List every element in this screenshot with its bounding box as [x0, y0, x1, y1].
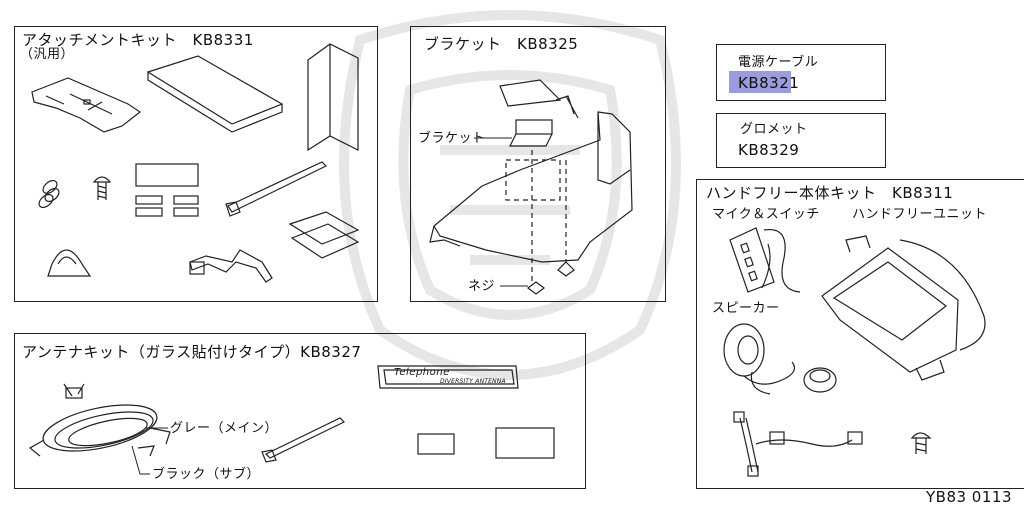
attachment-kit-panel [14, 26, 378, 302]
instruction-booklet [307, 43, 359, 152]
antenna-emblem [377, 365, 519, 389]
grommet-label: グロメット [740, 122, 808, 137]
large-sheet [495, 427, 555, 459]
console-bracket-assembly [429, 79, 633, 295]
pad-sheet [146, 55, 284, 133]
small-sheet [417, 433, 455, 455]
figure-id: YB83 0113 [926, 488, 1012, 506]
mounting-plate [31, 77, 142, 133]
antenna-cable-coil [28, 383, 171, 457]
double-sheets [288, 211, 360, 259]
bracket-kit-panel [410, 26, 666, 302]
handsfree-unit-body [821, 235, 986, 381]
power-cable-panel [716, 44, 886, 101]
harness-strap [189, 249, 273, 283]
black-sub-label: ブラック（サブ） [152, 467, 261, 482]
grommet-part [803, 367, 837, 393]
leader-lines [131, 427, 168, 475]
adhesive-pads [135, 163, 199, 217]
attachment-kit-title: アタッチメントキット KB8331 [22, 31, 254, 49]
speaker-label: スピーカー [712, 301, 780, 316]
grommet-panel [716, 113, 886, 168]
emblem-text-line2: DIVERSITY ANTENNA [440, 378, 506, 385]
grommet-part-number: KB8329 [738, 141, 800, 159]
screw-callout-label: ネジ [468, 279, 496, 294]
emblem-text-line1: Telephone [394, 367, 450, 378]
cable-tie-1 [225, 161, 328, 217]
power-cable-part-number: KB8321 [738, 74, 800, 92]
handsfree-kit-panel [696, 179, 1024, 489]
mic-switch-unit [729, 227, 801, 293]
handsfree-kit-title: ハンドフリー本体キット KB8311 [706, 184, 954, 202]
screw-bolt [92, 176, 112, 200]
handsfree-unit-label: ハンドフリーユニット [852, 207, 988, 222]
grey-main-label: グレー（メイン） [170, 421, 279, 436]
cable-tie-2 [261, 417, 346, 463]
speaker [723, 323, 795, 395]
cable-clamp [47, 249, 92, 277]
clip-rings [38, 179, 60, 209]
bracket-callout-label: ブラケット [418, 131, 486, 146]
antenna-kit-title: アンテナキット（ガラス貼付けタイプ）KB8327 [22, 343, 362, 361]
part-number-highlight [729, 71, 791, 93]
power-cable-label: 電源ケーブル [738, 55, 819, 70]
attachment-kit-subtitle: （汎用） [20, 47, 75, 62]
mount-screw-2 [910, 432, 932, 454]
harness-cable [733, 411, 863, 477]
antenna-kit-panel [14, 333, 586, 489]
bracket-kit-title: ブラケット KB8325 [424, 35, 579, 53]
mic-switch-label: マイク＆スイッチ [712, 207, 820, 222]
